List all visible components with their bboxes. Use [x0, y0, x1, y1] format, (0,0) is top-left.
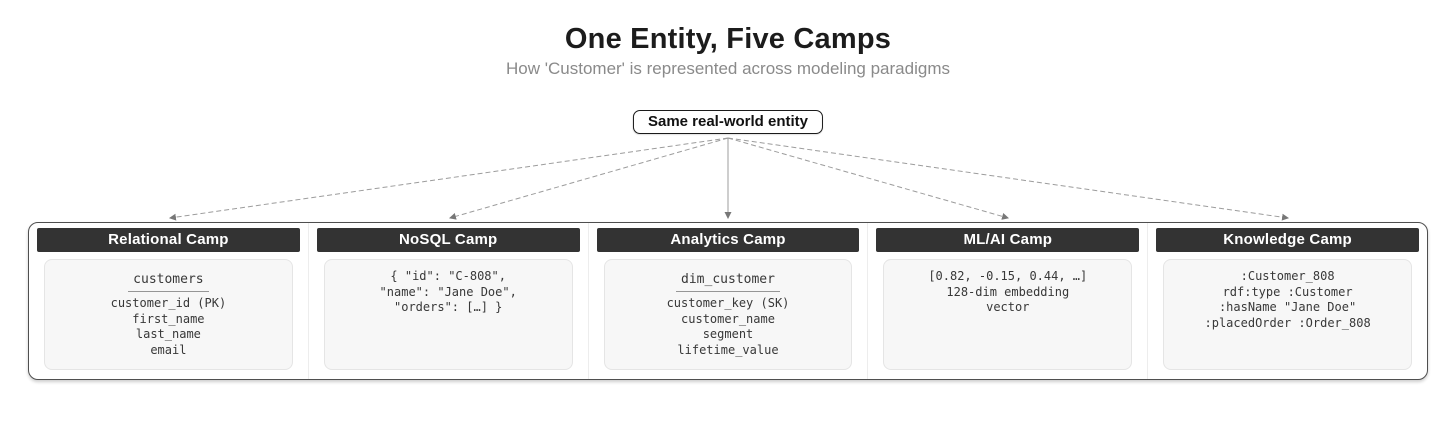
- code-line: email: [150, 342, 187, 357]
- arrow-to-ml-ai: [727, 137, 1010, 220]
- code-line: "orders": […] }: [394, 300, 503, 314]
- code-line: "name": "Jane Doe",: [379, 284, 517, 299]
- camp-nosql-card: { "id": "C-808", "name": "Jane Doe", "or…: [323, 259, 573, 370]
- code-line: segment: [702, 327, 754, 341]
- camp-relational-title: Relational Camp: [108, 231, 229, 248]
- camp-nosql: NoSQL Camp { "id": "C-808", "name": "Jan…: [309, 223, 589, 379]
- camp-ml-ai: ML/AI Camp [0.82, -0.15, 0.44, …] 128-di…: [868, 223, 1149, 379]
- code-line: rdf:type :Customer: [1222, 284, 1353, 299]
- code-line: :placedOrder :Order_808: [1204, 315, 1371, 330]
- code-line: vector: [986, 300, 1030, 314]
- code-line: customer_key (SK): [666, 296, 790, 310]
- code-line: [0.82, -0.15, 0.44, …]: [928, 269, 1088, 283]
- camp-analytics: Analytics Camp dim_customer customer_key…: [589, 223, 869, 379]
- camp-relational-header: Relational Camp: [37, 228, 300, 252]
- arrow-to-knowledge: [727, 137, 1290, 221]
- camp-relational-card: customers customer_id (PK) first_name la…: [44, 259, 293, 370]
- camps-container: Relational Camp customers customer_id (P…: [28, 222, 1428, 380]
- code-line: :Customer_808: [1240, 269, 1335, 283]
- code-line: lifetime_value: [677, 342, 779, 357]
- camp-relational: Relational Camp customers customer_id (P…: [29, 223, 309, 379]
- arrow-to-nosql: [448, 137, 729, 220]
- page-subtitle: How 'Customer' is represented across mod…: [506, 59, 950, 78]
- code-line: first_name: [132, 311, 205, 326]
- camp-analytics-title: Analytics Camp: [670, 231, 786, 248]
- camp-knowledge-title: Knowledge Camp: [1223, 231, 1352, 248]
- code-line: customer_id (PK): [110, 296, 227, 310]
- camp-knowledge-header: Knowledge Camp: [1156, 228, 1419, 252]
- root-entity-label: Same real-world entity: [647, 113, 809, 130]
- camp-analytics-card: dim_customer customer_key (SK) customer_…: [603, 259, 853, 370]
- arrow-to-relational: [168, 137, 729, 221]
- camp-ml-ai-title: ML/AI Camp: [963, 231, 1053, 248]
- code-line: customer_name: [681, 311, 775, 326]
- camp-ml-ai-card: [0.82, -0.15, 0.44, …] 128-dim embedding…: [883, 259, 1133, 370]
- code-line: last_name: [135, 327, 201, 341]
- table-name: customers: [128, 270, 209, 292]
- camp-analytics-header: Analytics Camp: [596, 228, 860, 252]
- root-entity-node: Same real-world entity: [632, 110, 824, 134]
- camp-nosql-header: NoSQL Camp: [316, 228, 580, 252]
- camp-nosql-title: NoSQL Camp: [398, 231, 498, 248]
- table-name-row: dim_customer: [605, 269, 852, 296]
- table-name-row: customers: [45, 269, 292, 296]
- page-title: One Entity, Five Camps: [564, 23, 892, 55]
- table-name: dim_customer: [676, 270, 780, 292]
- code-line: { "id": "C-808",: [390, 269, 506, 283]
- code-line: :hasName "Jane Doe": [1218, 300, 1357, 314]
- camp-ml-ai-header: ML/AI Camp: [876, 228, 1140, 252]
- camp-knowledge: Knowledge Camp :Customer_808 rdf:type :C…: [1148, 223, 1427, 379]
- camp-knowledge-card: :Customer_808 rdf:type :Customer :hasNam…: [1163, 259, 1412, 370]
- code-line: 128-dim embedding: [946, 284, 1070, 299]
- entity-to-camp-arrows: [168, 137, 1290, 221]
